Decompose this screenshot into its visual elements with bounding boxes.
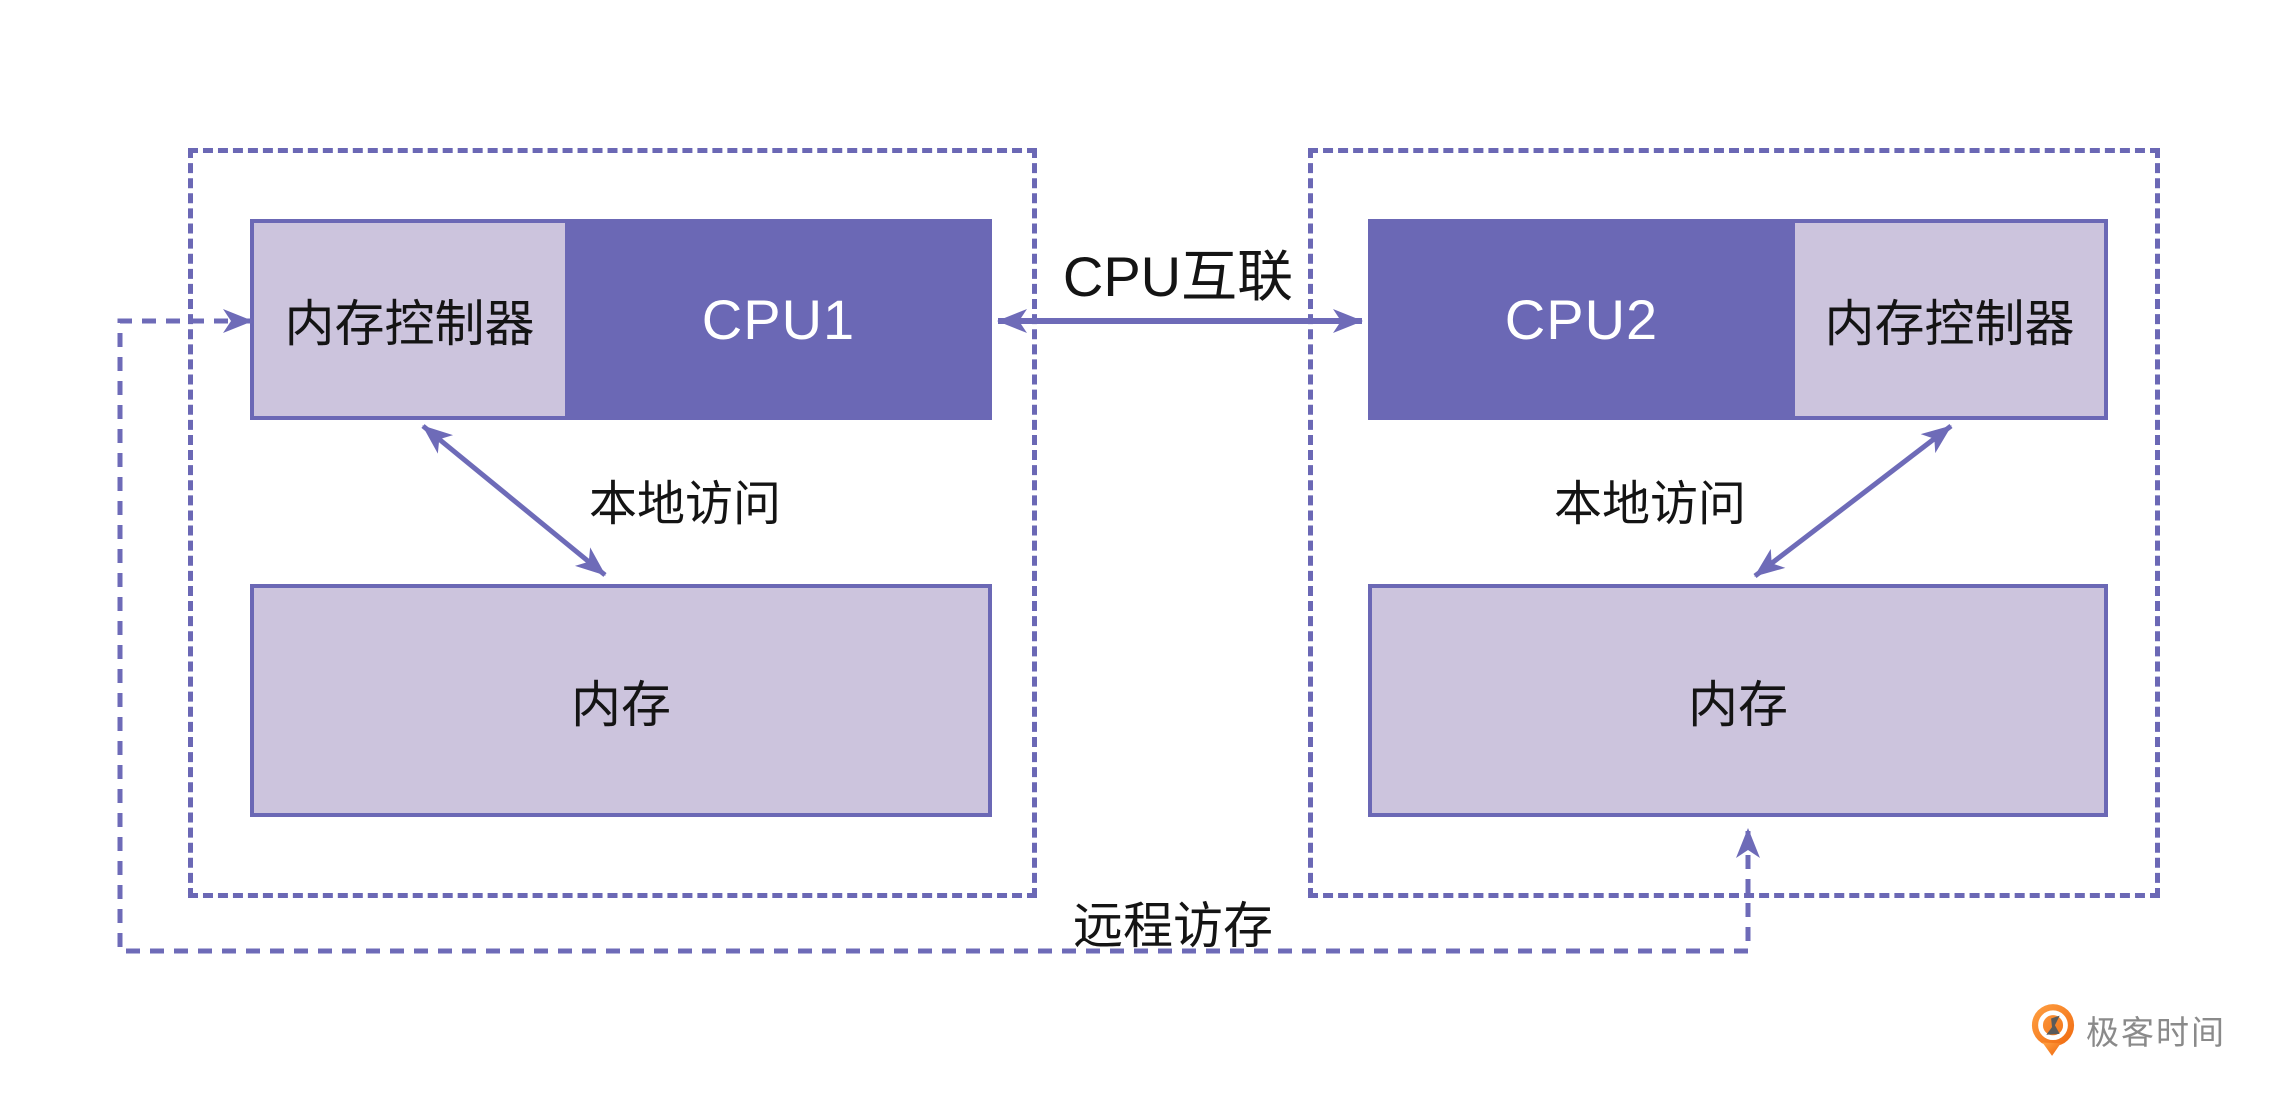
node1-memory-box: 内存 (250, 584, 992, 817)
geektime-logo-text: 极客时间 (2086, 1014, 2226, 1051)
node1-cpu-label: CPU1 (701, 288, 856, 351)
node1-cpu-package: 内存控制器 CPU1 (250, 219, 992, 420)
node2-local-access-label: 本地访问 (1553, 478, 1747, 531)
node2-memory-controller-box: 内存控制器 (1795, 223, 2104, 416)
node1-memory-controller-box: 内存控制器 (254, 223, 565, 416)
node2-cpu-package: CPU2 内存控制器 (1368, 219, 2108, 420)
node2-memory-box: 内存 (1368, 584, 2108, 817)
node1-local-access-label: 本地访问 (588, 478, 782, 531)
geektime-pin-icon (2031, 1004, 2075, 1056)
node2-cpu-label: CPU2 (1504, 288, 1659, 351)
geektime-logo: 极客时间 (2030, 1002, 2226, 1058)
cpu-interconnect-label: CPU互联 (1062, 245, 1294, 308)
remote-access-label: 远程访存 (1073, 898, 1273, 954)
